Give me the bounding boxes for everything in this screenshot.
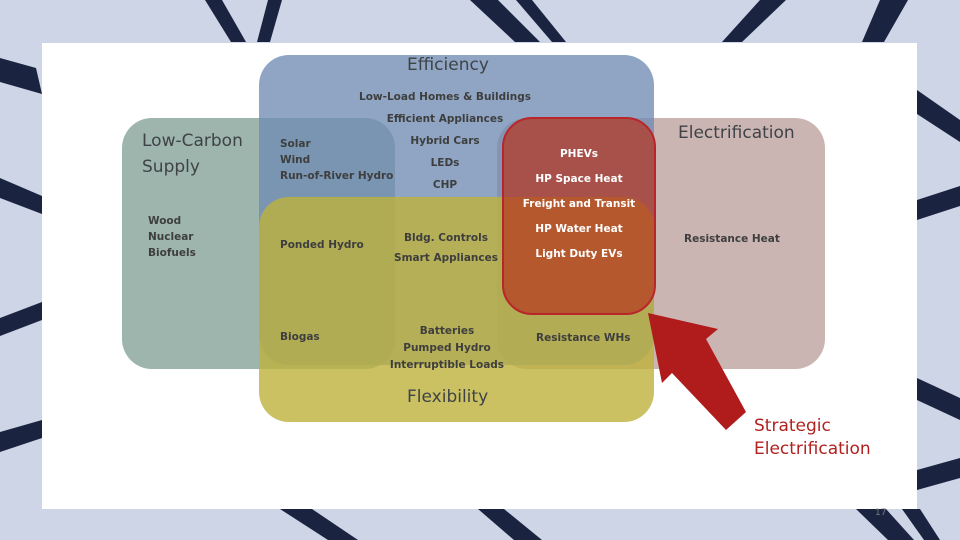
slide-card: Efficiency Low-Carbon Supply Electrifica…	[42, 43, 917, 518]
low-carbon-supply-items: Wood Nuclear Biofuels	[148, 213, 196, 261]
strategic-item: HP Water Heat	[535, 223, 623, 235]
low-carbon-supply-item: Biofuels	[148, 247, 196, 259]
efficiency-supply-items: Solar Wind Run-of-River Hydro	[280, 136, 393, 184]
efficiency-item: LEDs	[430, 157, 460, 169]
callout-line1: Strategic	[754, 416, 831, 436]
efficiency-title: Efficiency	[407, 55, 489, 75]
low-carbon-supply-title-line1: Low-Carbon	[142, 131, 243, 151]
efficiency-flexibility-item: Bldg. Controls	[404, 232, 488, 244]
efficiency-supply-item: Run-of-River Hydro	[280, 170, 394, 182]
arrow-icon	[648, 313, 746, 430]
strategic-item: HP Space Heat	[535, 173, 623, 185]
flexibility-item: Batteries	[419, 325, 475, 337]
low-carbon-supply-title: Low-Carbon Supply	[142, 129, 243, 180]
strategic-item: Freight and Transit	[522, 198, 636, 210]
efficiency-item: Low-Load Homes & Buildings	[359, 91, 531, 103]
low-carbon-supply-title-line2: Supply	[142, 156, 200, 177]
efficiency-flexibility-items: Bldg. Controls Smart Appliances	[390, 228, 502, 268]
ponded-hydro-item: Ponded Hydro	[280, 239, 364, 251]
efficiency-supply-item: Wind	[280, 154, 311, 166]
electrification-title: Electrification	[678, 123, 795, 143]
strategic-item: Light Duty EVs	[535, 248, 623, 260]
efficiency-item: Hybrid Cars	[410, 135, 480, 147]
strategic-electrification-region	[502, 117, 656, 315]
flexibility-item: Interruptible Loads	[389, 359, 505, 371]
efficiency-flexibility-item: Smart Appliances	[394, 252, 498, 264]
low-carbon-supply-item: Nuclear	[148, 231, 194, 243]
strategic-electrification-callout: Strategic Electrification	[754, 415, 871, 461]
biogas-item: Biogas	[280, 331, 320, 343]
efficiency-items: Low-Load Homes & Buildings Efficient App…	[345, 86, 545, 196]
flexibility-items: Batteries Pumped Hydro Interruptible Loa…	[382, 323, 512, 374]
efficiency-supply-item: Solar	[280, 138, 311, 150]
flexibility-title: Flexibility	[407, 387, 489, 407]
electrification-item: Resistance Heat	[684, 233, 780, 245]
low-carbon-supply-item: Wood	[148, 215, 182, 227]
page-number: 17	[875, 508, 887, 518]
strategic-items: PHEVs HP Space Heat Freight and Transit …	[502, 142, 656, 267]
efficiency-item: CHP	[432, 179, 458, 191]
flexibility-item: Pumped Hydro	[403, 342, 491, 354]
resistance-whs-item: Resistance WHs	[536, 332, 631, 344]
callout-line2: Electrification	[754, 438, 871, 459]
strategic-item: PHEVs	[559, 148, 599, 160]
efficiency-item: Efficient Appliances	[386, 113, 504, 125]
